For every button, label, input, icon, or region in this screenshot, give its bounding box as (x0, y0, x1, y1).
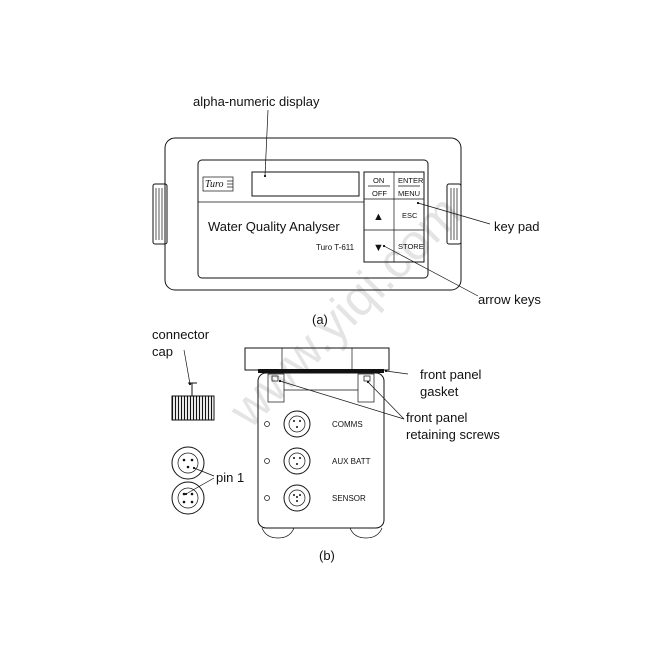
pin1-leader-top (192, 466, 215, 477)
display-leader (263, 109, 269, 178)
screws-label-2: retaining screws (406, 427, 500, 442)
gasket-label-2: gasket (420, 384, 459, 399)
down-arrow-key: ▼ (373, 242, 384, 254)
pin1-leader-bottom (184, 477, 215, 496)
pin-diagram-top (171, 446, 205, 480)
pin1-label: pin 1 (216, 470, 244, 485)
figure-b: COMMS AUX BATT SENSOR (152, 327, 500, 563)
aux-batt-port-label: AUX BATT (332, 457, 371, 466)
comms-port-label: COMMS (332, 420, 363, 429)
arrow-keys-label: arrow keys (478, 292, 541, 307)
connector-cap-label-2: cap (152, 344, 173, 359)
keypad-label: key pad (494, 219, 540, 234)
sensor-connector (264, 484, 311, 512)
arrow-keys-leader (382, 244, 479, 297)
left-handle (152, 183, 168, 245)
display-label: alpha-numeric display (193, 94, 320, 109)
gasket-leader (384, 369, 409, 375)
store-key: STORE (398, 242, 424, 251)
off-key: OFF (372, 189, 387, 198)
caption-b: (b) (319, 548, 335, 563)
sensor-port-label: SENSOR (332, 494, 366, 503)
pin-diagram-bottom (171, 481, 205, 515)
right-handle (446, 183, 462, 245)
gasket-label-1: front panel (420, 367, 482, 382)
figure-a: Turo Water Quality Analyser Turo T-611 O… (152, 94, 541, 327)
instrument-body (257, 372, 385, 529)
comms-connector (264, 410, 311, 438)
retaining-screw-left (271, 375, 279, 382)
esc-key: ESC (402, 211, 418, 220)
connector-cap-label-1: connector (152, 327, 210, 342)
menu-key: MENU (398, 189, 420, 198)
model-label: Turo T-611 (316, 243, 355, 252)
connector-cap (171, 382, 215, 421)
screw-leader-left (278, 379, 405, 420)
product-title: Water Quality Analyser (208, 219, 340, 234)
screws-label-1: front panel (406, 410, 468, 425)
front-panel (197, 159, 429, 279)
brand-logo: Turo (205, 179, 224, 190)
keypad-leader (416, 201, 491, 225)
on-key: ON (373, 176, 384, 185)
caption-a: (a) (312, 312, 328, 327)
screw-leader-right (366, 380, 405, 420)
up-arrow-key: ▲ (373, 211, 384, 223)
right-foot (349, 527, 383, 539)
left-foot (261, 527, 295, 539)
retaining-screw-right (363, 375, 371, 382)
keypad: ON OFF ENTER MENU ESC STORE ▲ ▼ (363, 171, 425, 263)
enter-key: ENTER (398, 176, 424, 185)
alpha-numeric-display (251, 171, 360, 197)
aux-batt-connector (264, 447, 311, 475)
cap-leader (183, 349, 192, 386)
front-panel-gasket (258, 369, 384, 373)
